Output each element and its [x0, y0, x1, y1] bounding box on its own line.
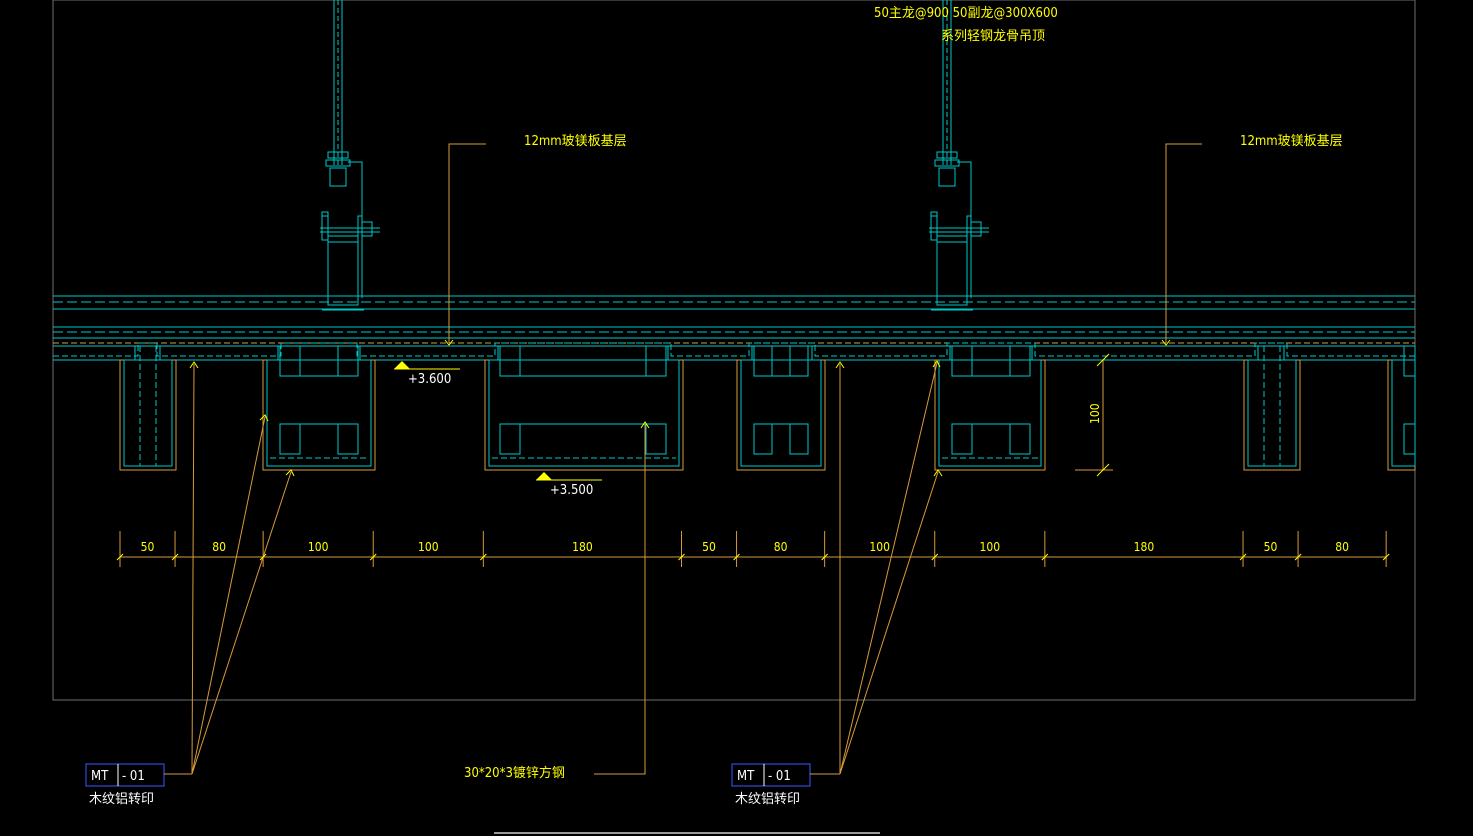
board-note-right: 12mm玻镁板基层: [1240, 134, 1343, 149]
dimension-label: 100: [979, 540, 1000, 554]
material-tag-left: MT - 01 木纹铝转印: [85, 763, 192, 807]
tag-left-num: - 01: [122, 769, 145, 784]
elevation-lower-text: +3.500: [550, 483, 593, 498]
dimension-label: 50: [1264, 540, 1278, 554]
elevation-marker-lower: [536, 472, 602, 481]
tag-right-desc: 木纹铝转印: [735, 792, 800, 807]
dimension-slash: [931, 553, 939, 561]
steel-note: 30*20*3镀锌方钢: [464, 765, 565, 781]
tag-left-desc: 木纹铝转印: [89, 792, 154, 807]
dimension-slash: [733, 553, 740, 561]
dimension-slash: [116, 553, 124, 561]
wood-aluminum-profiles: [119, 345, 1416, 471]
ceiling-board-layers: [53, 295, 1415, 347]
dimension-slash: [1041, 553, 1049, 561]
dimension-label: 100: [418, 540, 439, 554]
elevation-marker-upper: [394, 361, 460, 370]
dimension-slash: [1294, 553, 1302, 561]
dimension-slash: [1382, 553, 1390, 561]
material-tag-right: MT - 01 木纹铝转印: [731, 763, 840, 807]
dimension-label: 80: [774, 540, 788, 554]
profile-5: [934, 345, 1046, 471]
hanger-right: [929, 0, 989, 311]
dimension-slash: [259, 553, 267, 561]
tag-left-code: MT: [91, 769, 109, 784]
elevation-upper-text: +3.600: [408, 372, 451, 387]
leader-lines: [191, 143, 1202, 775]
board-step-profile: [53, 342, 1415, 361]
profile-2: [262, 345, 376, 471]
dimension-slash: [479, 553, 487, 561]
dimension-slash: [821, 553, 828, 561]
profile-1: [119, 346, 177, 471]
dimension-label: 100: [869, 540, 890, 554]
dimension-label: 80: [1335, 540, 1349, 554]
dimension-slash: [1239, 553, 1247, 561]
tag-right-code: MT: [737, 769, 755, 784]
profile-4: [736, 345, 826, 471]
dimension-label: 100: [308, 540, 329, 554]
hanger-left: [320, 0, 380, 311]
dimension-label: 180: [572, 540, 593, 554]
hanger-note-line1: 50主龙@900 50副龙@300X600: [874, 6, 1058, 21]
leader-ticks: [189, 339, 1171, 477]
dimension-label: 50: [141, 540, 155, 554]
profile-3: [484, 345, 684, 471]
dimension-label: 50: [702, 540, 716, 554]
dimension-label: 80: [212, 540, 226, 554]
tag-right-num: - 01: [768, 769, 791, 784]
drawing-frame: [52, 0, 1416, 701]
dimension-slash: [171, 553, 179, 561]
dimension-label: 180: [1134, 540, 1155, 554]
board-note-left: 12mm玻镁板基层: [524, 134, 627, 149]
hanger-note-line2: 系列轻钢龙骨吊顶: [941, 29, 1045, 44]
height-dim-text: 100: [1088, 403, 1102, 424]
dimension-slash: [678, 553, 685, 561]
height-dimension: [1075, 353, 1113, 477]
profile-7: [1387, 345, 1416, 471]
dimension-chain: 50 80 100 100 180 50 80 100 100 180 50 80: [116, 531, 1390, 567]
dimension-slash: [369, 553, 377, 561]
profile-6: [1243, 346, 1301, 471]
